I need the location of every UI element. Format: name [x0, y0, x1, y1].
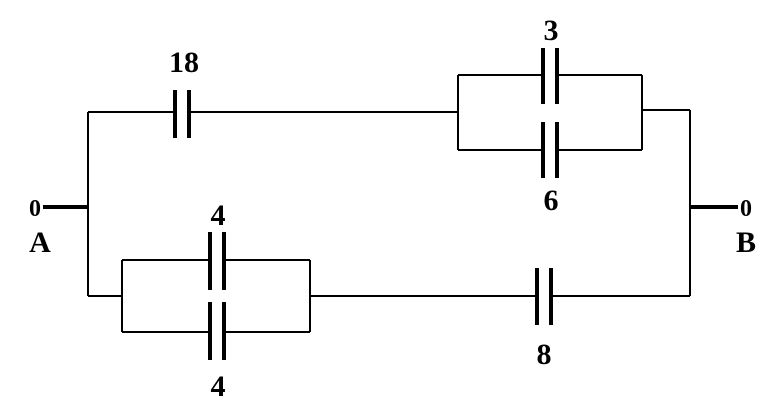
capacitor-6-label: 6	[544, 184, 559, 217]
capacitor-8-label: 8	[537, 338, 552, 371]
capacitor-8: 8	[535, 268, 553, 371]
terminal-b: 0 B	[690, 196, 756, 259]
capacitor-6: 6	[541, 122, 559, 217]
capacitor-4-top: 4	[208, 199, 226, 290]
capacitor-18: 18	[169, 46, 199, 138]
terminal-a-symbol: 0	[29, 196, 41, 222]
terminal-b-symbol: 0	[740, 196, 752, 222]
wires	[87, 74, 691, 333]
capacitor-3: 3	[541, 14, 559, 104]
terminal-a-label: A	[29, 226, 51, 259]
capacitor-3-label: 3	[544, 14, 559, 47]
terminal-a: 0 A	[29, 196, 88, 259]
capacitor-4-bottom: 4	[208, 302, 226, 403]
capacitor-4-top-label: 4	[211, 199, 226, 232]
terminal-b-label: B	[736, 226, 756, 259]
capacitor-18-label: 18	[169, 46, 199, 79]
capacitor-4-bottom-label: 4	[211, 370, 226, 403]
